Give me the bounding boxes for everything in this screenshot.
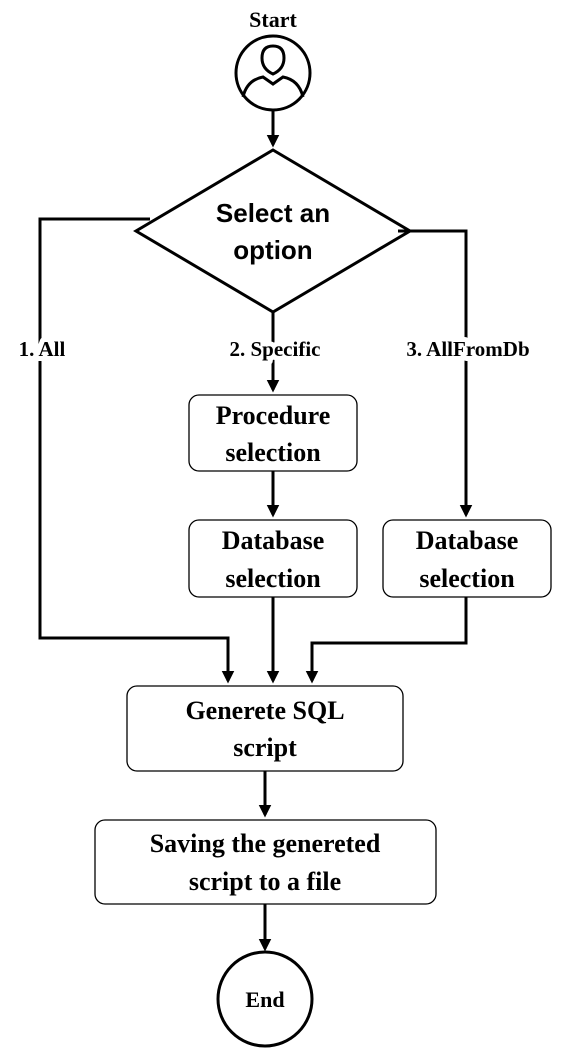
- user-icon: [241, 44, 305, 98]
- branch-all-connector: [38, 217, 235, 684]
- start-label: Start: [249, 7, 297, 32]
- decision-node: Select an option: [133, 148, 413, 314]
- database-selection-specific-line2: selection: [225, 564, 321, 593]
- procedure-selection-line1: Procedure: [216, 401, 331, 430]
- save-file-line2: script to a file: [189, 867, 341, 896]
- arrow-database-allfromdb-to-generate: [305, 597, 468, 684]
- generate-sql-line1: Generete SQL: [185, 696, 344, 725]
- database-selection-allfromdb-line1: Database: [416, 526, 519, 555]
- database-selection-allfromdb-line2: selection: [419, 564, 515, 593]
- branch-allfromdb-label: 3. AllFromDb: [406, 337, 529, 361]
- procedure-selection-node: Procedure selection: [188, 394, 358, 472]
- branch-all-label: 1. All: [19, 337, 66, 361]
- branch-allfromdb-connector: [398, 229, 473, 518]
- start-node: [234, 34, 312, 112]
- save-file-node: Saving the genereted script to a file: [94, 819, 437, 905]
- end-node: End: [216, 950, 314, 1048]
- end-label: End: [245, 987, 284, 1012]
- procedure-selection-line2: selection: [225, 438, 321, 467]
- database-selection-specific-node: Database selection: [188, 519, 358, 598]
- branch-specific-label: 2. Specific: [230, 337, 321, 361]
- database-selection-allfromdb-node: Database selection: [382, 519, 552, 598]
- decision-label-line1: Select an: [216, 198, 330, 228]
- save-file-line1: Saving the genereted: [150, 829, 381, 858]
- database-selection-specific-line1: Database: [222, 526, 325, 555]
- generate-sql-node: Generete SQL script: [126, 685, 404, 772]
- decision-label-line2: option: [233, 235, 312, 265]
- generate-sql-line2: script: [233, 733, 297, 762]
